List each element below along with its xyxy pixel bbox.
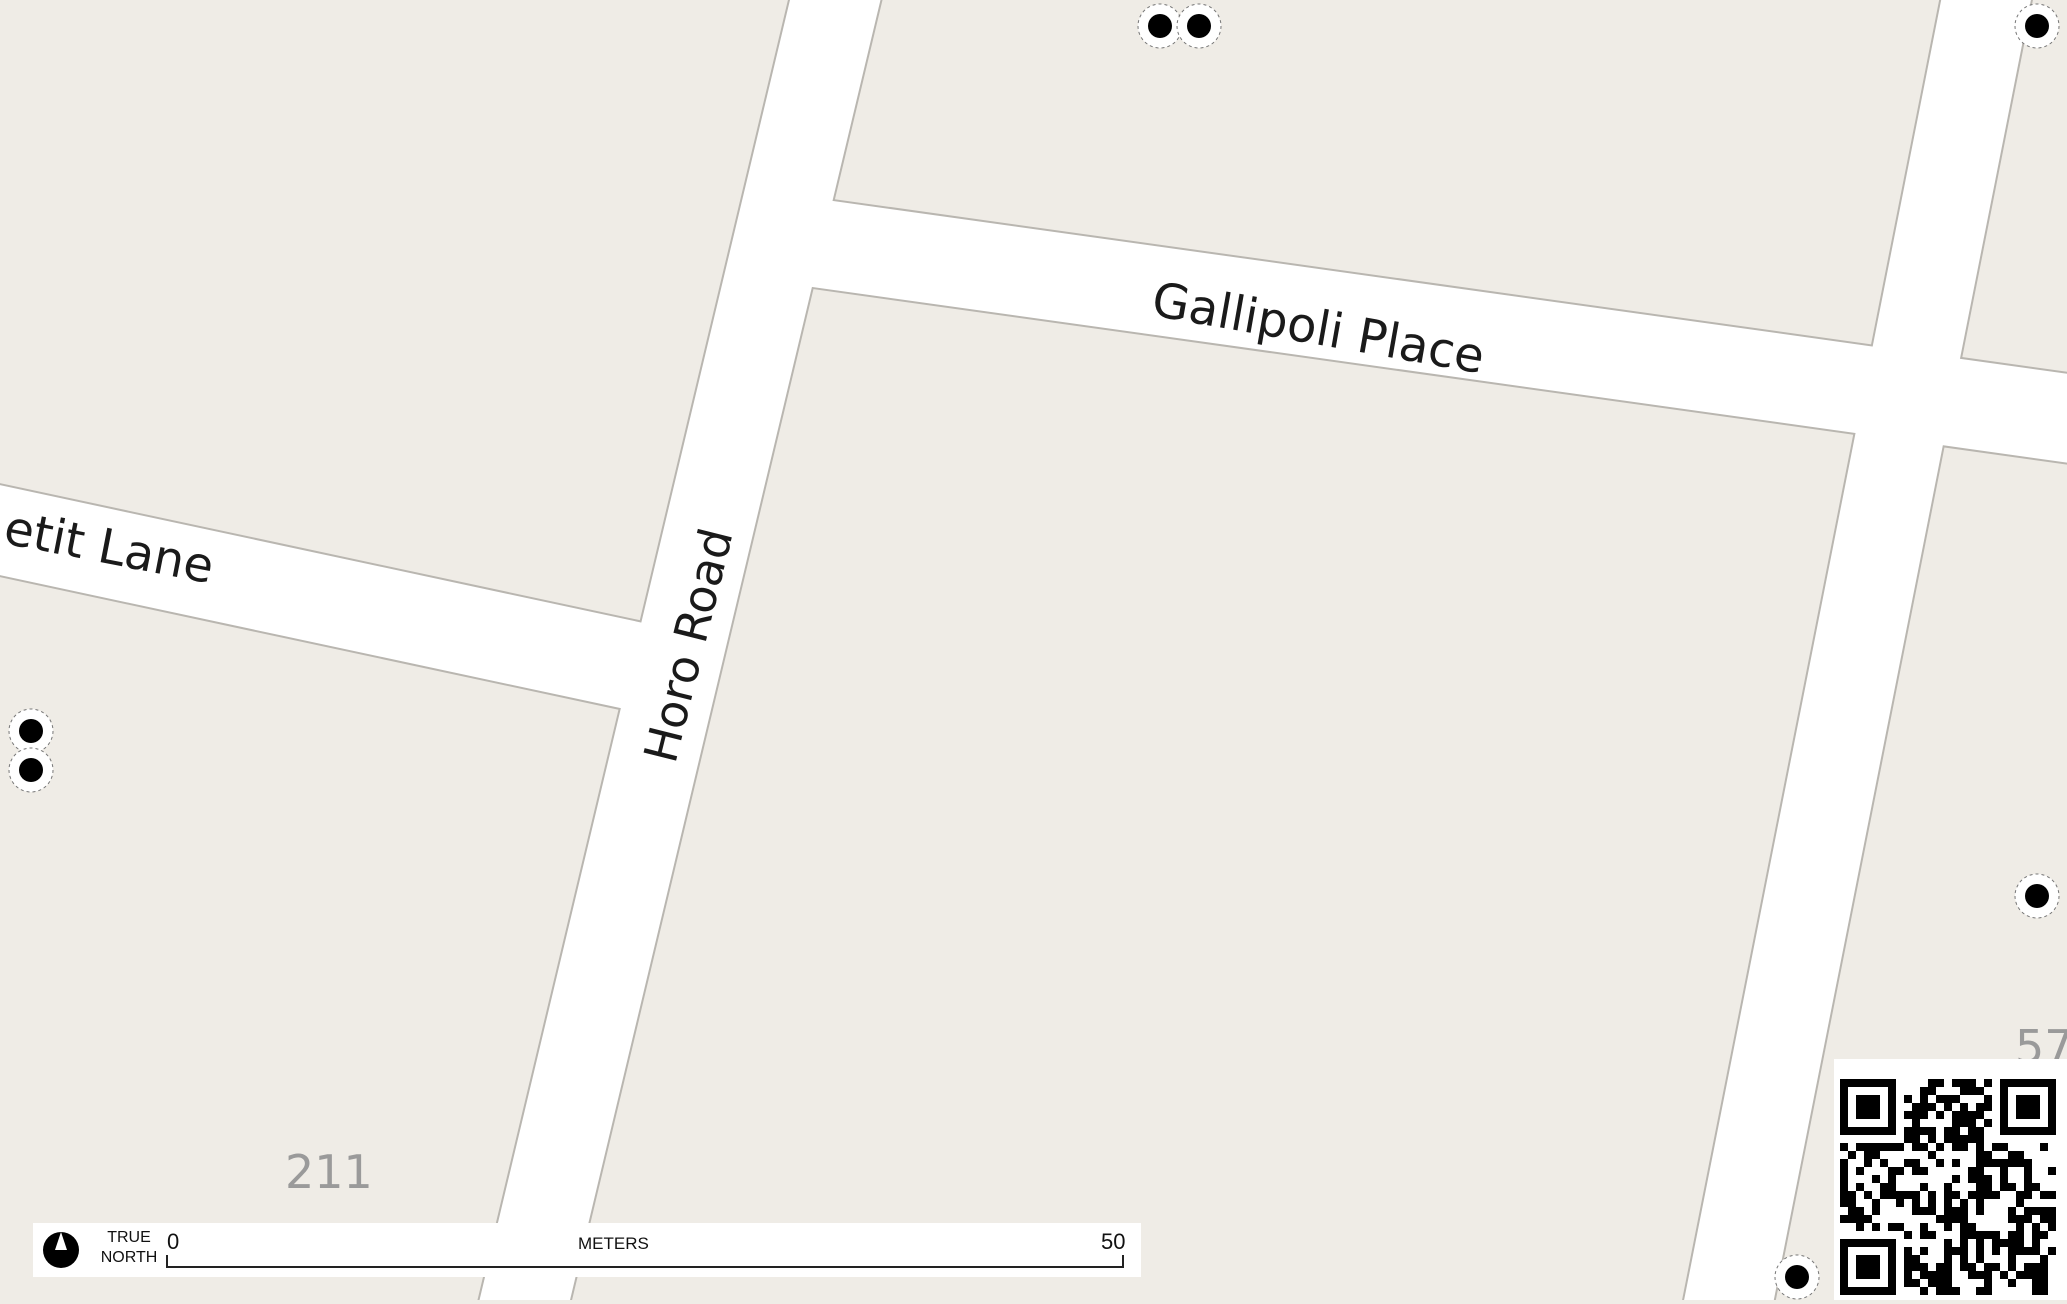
gallipoli-place[interactable] [773,194,2067,463]
scale-end-label: 50 [1101,1229,1126,1254]
north-label-line1: TRUE [107,1229,151,1246]
horo-gallipoli-intersection [740,199,832,291]
parcel-number-211: 211 [285,1145,373,1199]
qr-code-icon[interactable] [1834,1059,2067,1300]
scale-bar: TRUE NORTH 0 METERS 50 [33,1223,1141,1277]
qr-code-pattern [1840,1079,2056,1295]
north-label-line2: NORTH [100,1249,158,1266]
scale-unit-label: METERS [578,1234,649,1253]
marker[interactable] [2014,3,2060,49]
marker[interactable] [1774,1254,1820,1300]
petit-lane[interactable] [0,485,700,722]
scale-start-label: 0 [167,1229,180,1254]
marker[interactable] [8,747,54,793]
marker[interactable] [1137,3,1183,49]
horo-petit-intersection [606,624,694,712]
marker[interactable] [1176,3,1222,49]
north-arrow-icon [43,1232,79,1268]
east-road[interactable] [1684,0,2031,1300]
marker[interactable] [2014,873,2060,919]
scale-ruler [166,1255,1124,1268]
marker[interactable] [8,708,54,754]
east-gallipoli-intersection [1869,349,1961,441]
markers [8,3,2060,1300]
